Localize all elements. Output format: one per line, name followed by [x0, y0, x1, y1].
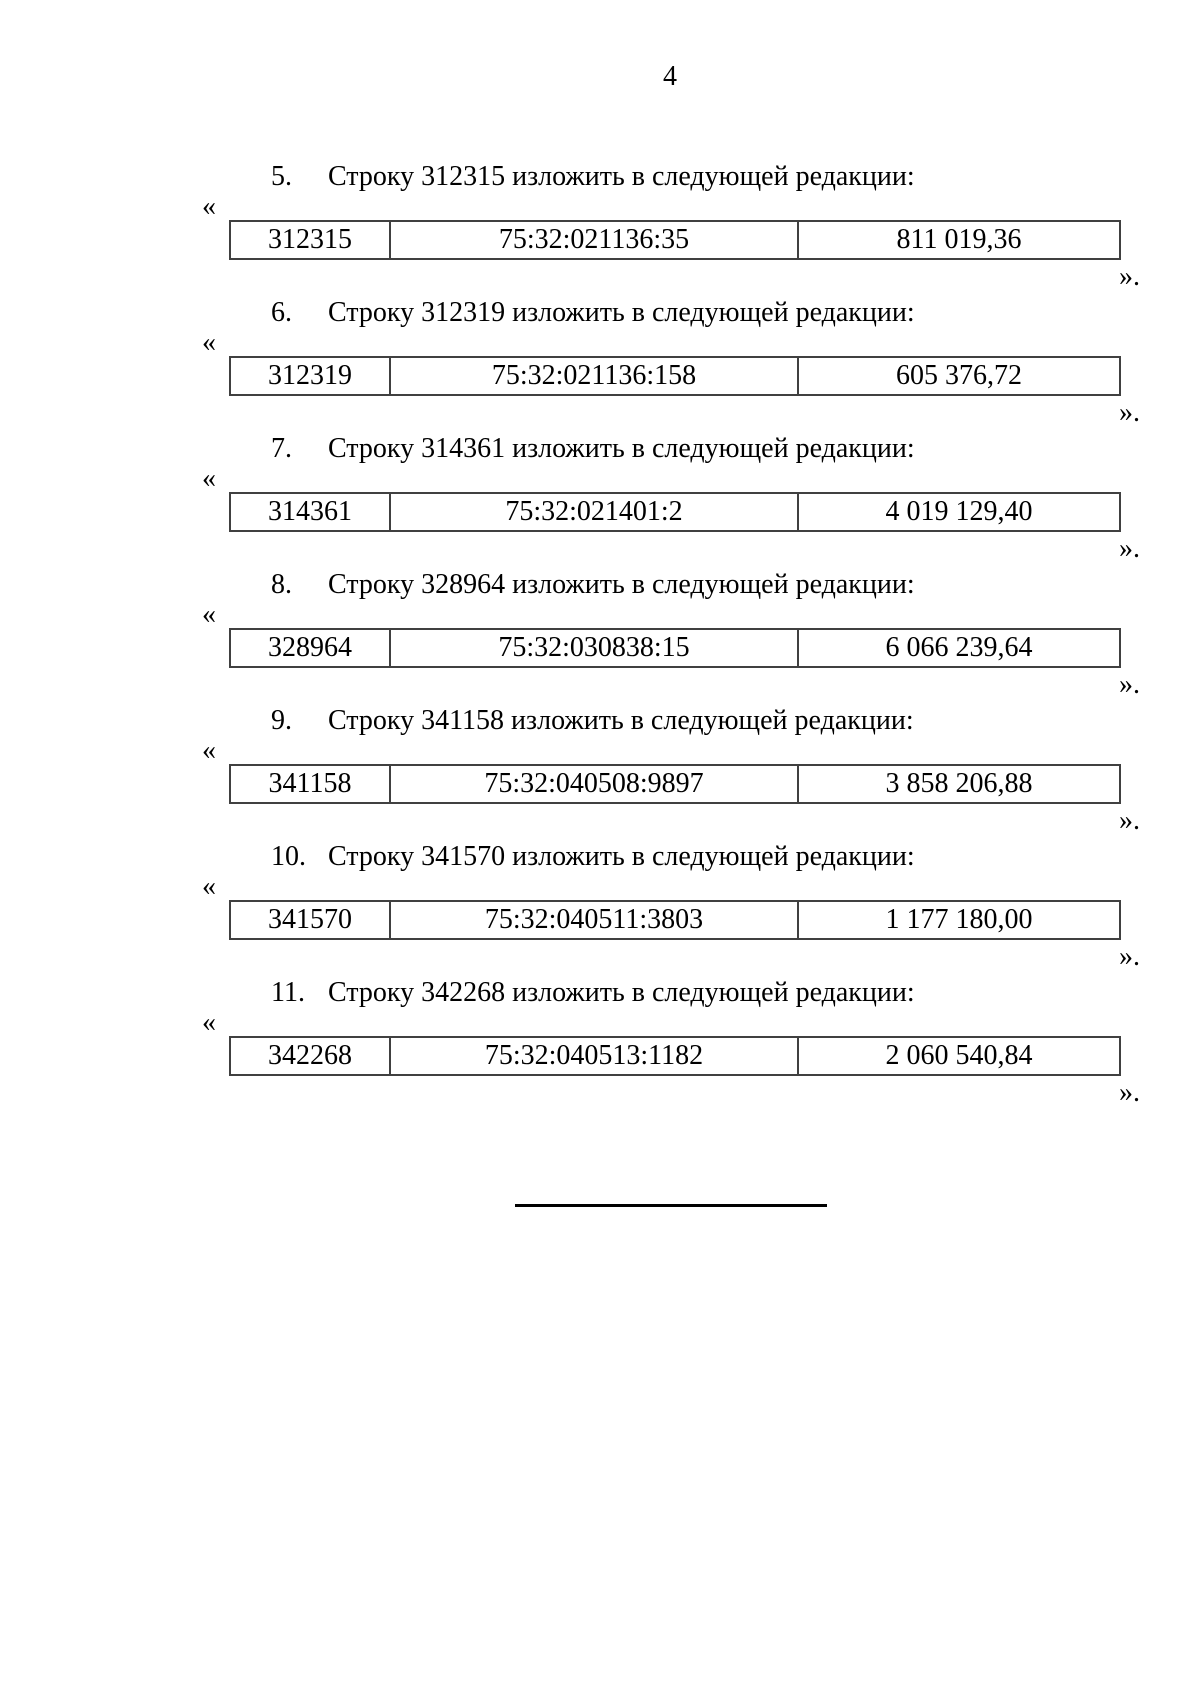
- cadastral-number-cell: 75:32:021401:2: [389, 492, 799, 532]
- amendment-item: 6. Строку 312319 изложить в следующей ред…: [200, 296, 1140, 432]
- row-number-cell: 312319: [229, 356, 391, 396]
- item-number: 5.: [271, 161, 292, 192]
- row-number-cell: 341570: [229, 900, 391, 940]
- open-quote-mark: «: [202, 327, 216, 358]
- close-quote-mark: ».: [1119, 533, 1140, 564]
- amendment-item: 9. Строку 341158 изложить в следующей ред…: [200, 704, 1140, 840]
- footer-separator-line: [515, 1204, 827, 1207]
- amendment-item: 7. Строку 314361 изложить в следующей ред…: [200, 432, 1140, 568]
- row-number-cell: 328964: [229, 628, 391, 668]
- row-table: 312315 75:32:021136:35 811 019,36: [229, 220, 1121, 260]
- item-intro-text: Строку 341158 изложить в следующей редак…: [328, 705, 914, 736]
- cadastral-number-cell: 75:32:040508:9897: [389, 764, 799, 804]
- close-quote-mark: ».: [1119, 1077, 1140, 1108]
- row-table: 341158 75:32:040508:9897 3 858 206,88: [229, 764, 1121, 804]
- item-intro-text: Строку 312315 изложить в следующей редак…: [328, 161, 915, 192]
- row-table: 341570 75:32:040511:3803 1 177 180,00: [229, 900, 1121, 940]
- amount-cell: 1 177 180,00: [797, 900, 1121, 940]
- open-quote-mark: «: [202, 1007, 216, 1038]
- amendment-list: 5. Строку 312315 изложить в следующей ред…: [200, 160, 1140, 1112]
- row-number-cell: 342268: [229, 1036, 391, 1076]
- row-table: 314361 75:32:021401:2 4 019 129,40: [229, 492, 1121, 532]
- row-table: 312319 75:32:021136:158 605 376,72: [229, 356, 1121, 396]
- table-row: 342268 75:32:040513:1182 2 060 540,84: [229, 1036, 1121, 1076]
- table-row: 312319 75:32:021136:158 605 376,72: [229, 356, 1121, 396]
- item-number: 10.: [271, 841, 306, 872]
- close-quote-mark: ».: [1119, 669, 1140, 700]
- row-number-cell: 312315: [229, 220, 391, 260]
- close-quote-mark: ».: [1119, 397, 1140, 428]
- row-table: 342268 75:32:040513:1182 2 060 540,84: [229, 1036, 1121, 1076]
- item-heading: 11. Строку 342268 изложить в следующей ре…: [271, 976, 915, 1010]
- close-quote-mark: ».: [1119, 261, 1140, 292]
- amendment-item: 5. Строку 312315 изложить в следующей ред…: [200, 160, 1140, 296]
- amendment-item: 11. Строку 342268 изложить в следующей ре…: [200, 976, 1140, 1112]
- amount-cell: 4 019 129,40: [797, 492, 1121, 532]
- item-number: 6.: [271, 297, 292, 328]
- amount-cell: 3 858 206,88: [797, 764, 1121, 804]
- cadastral-number-cell: 75:32:021136:158: [389, 356, 799, 396]
- table-row: 341570 75:32:040511:3803 1 177 180,00: [229, 900, 1121, 940]
- open-quote-mark: «: [202, 735, 216, 766]
- item-intro-text: Строку 312319 изложить в следующей редак…: [328, 297, 915, 328]
- cadastral-number-cell: 75:32:040511:3803: [389, 900, 799, 940]
- amount-cell: 605 376,72: [797, 356, 1121, 396]
- item-intro-text: Строку 341570 изложить в следующей редак…: [328, 841, 915, 872]
- amendment-item: 10. Строку 341570 изложить в следующей ре…: [200, 840, 1140, 976]
- amendment-item: 8. Строку 328964 изложить в следующей ред…: [200, 568, 1140, 704]
- row-table: 328964 75:32:030838:15 6 066 239,64: [229, 628, 1121, 668]
- table-row: 312315 75:32:021136:35 811 019,36: [229, 220, 1121, 260]
- item-intro-text: Строку 328964 изложить в следующей редак…: [328, 569, 915, 600]
- close-quote-mark: ».: [1119, 805, 1140, 836]
- amount-cell: 2 060 540,84: [797, 1036, 1121, 1076]
- item-intro-text: Строку 342268 изложить в следующей редак…: [328, 977, 915, 1008]
- item-number: 8.: [271, 569, 292, 600]
- item-heading: 9. Строку 341158 изложить в следующей ред…: [271, 704, 914, 738]
- item-number: 9.: [271, 705, 292, 736]
- table-row: 341158 75:32:040508:9897 3 858 206,88: [229, 764, 1121, 804]
- item-heading: 6. Строку 312319 изложить в следующей ред…: [271, 296, 915, 330]
- cadastral-number-cell: 75:32:030838:15: [389, 628, 799, 668]
- table-row: 328964 75:32:030838:15 6 066 239,64: [229, 628, 1121, 668]
- item-heading: 7. Строку 314361 изложить в следующей ред…: [271, 432, 915, 466]
- table-row: 314361 75:32:021401:2 4 019 129,40: [229, 492, 1121, 532]
- open-quote-mark: «: [202, 871, 216, 902]
- close-quote-mark: ».: [1119, 941, 1140, 972]
- amount-cell: 811 019,36: [797, 220, 1121, 260]
- open-quote-mark: «: [202, 191, 216, 222]
- row-number-cell: 314361: [229, 492, 391, 532]
- item-intro-text: Строку 314361 изложить в следующей редак…: [328, 433, 915, 464]
- page-number: 4: [663, 61, 677, 92]
- item-number: 11.: [271, 977, 305, 1008]
- open-quote-mark: «: [202, 463, 216, 494]
- cadastral-number-cell: 75:32:040513:1182: [389, 1036, 799, 1076]
- row-number-cell: 341158: [229, 764, 391, 804]
- open-quote-mark: «: [202, 599, 216, 630]
- item-heading: 5. Строку 312315 изложить в следующей ред…: [271, 160, 915, 194]
- item-heading: 10. Строку 341570 изложить в следующей ре…: [271, 840, 915, 874]
- cadastral-number-cell: 75:32:021136:35: [389, 220, 799, 260]
- item-number: 7.: [271, 433, 292, 464]
- item-heading: 8. Строку 328964 изложить в следующей ред…: [271, 568, 915, 602]
- amount-cell: 6 066 239,64: [797, 628, 1121, 668]
